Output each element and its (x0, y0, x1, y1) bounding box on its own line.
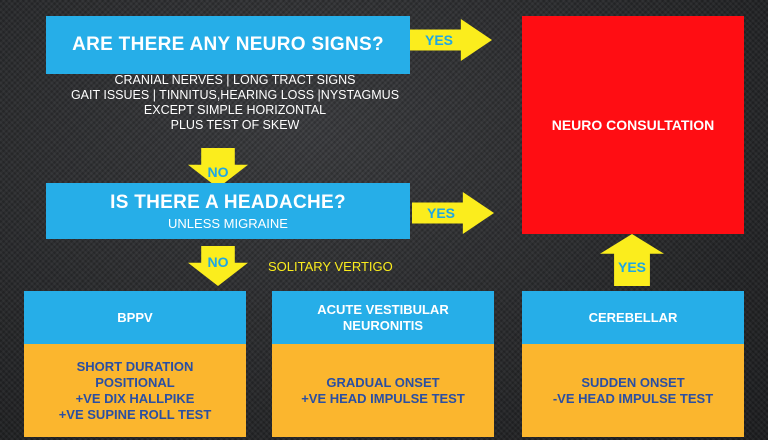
solitary-vertigo-label: SOLITARY VERTIGO (268, 259, 393, 274)
feature-line: +VE HEAD IMPULSE TEST (301, 390, 465, 406)
feature-line: -VE HEAD IMPULSE TEST (552, 390, 714, 406)
yes-label: YES (426, 205, 455, 221)
neuro-signs-question-box: ARE THERE ANY NEURO SIGNS? (46, 16, 410, 74)
neuro-signs-question: ARE THERE ANY NEURO SIGNS? (72, 34, 384, 55)
vestibular-neuronitis-features: GRADUAL ONSET +VE HEAD IMPULSE TEST (272, 344, 494, 437)
vestibular-neuronitis-title: ACUTE VESTIBULAR NEURONITIS (272, 291, 494, 344)
yes-arrow-right-middle: YES (412, 192, 494, 234)
feature-line: GRADUAL ONSET (326, 374, 440, 390)
panel-title: BPPV (117, 309, 153, 325)
cerebellar-features: SUDDEN ONSET -VE HEAD IMPULSE TEST (522, 344, 744, 437)
feature-line: SHORT DURATION (76, 358, 194, 374)
no-label: NO (207, 254, 229, 270)
feature-line: +VE SUPINE ROLL TEST (58, 406, 212, 422)
feature-line: POSITIONAL (95, 374, 175, 390)
neuro-consultation-label: NEURO CONSULTATION (551, 117, 715, 133)
feature-line: SUDDEN ONSET (581, 374, 685, 390)
yes-arrow-up: YES (600, 234, 664, 286)
panel-title: CEREBELLAR (588, 309, 678, 325)
yes-label: YES (424, 32, 453, 48)
panel-title-line: ACUTE VESTIBULAR (317, 301, 449, 317)
neuro-signs-details: CRANIAL NERVES | LONG TRACT SIGNS GAIT I… (30, 73, 440, 133)
cerebellar-panel: CEREBELLAR SUDDEN ONSET -VE HEAD IMPULSE… (522, 291, 744, 437)
neuro-signs-detail-line: GAIT ISSUES | TINNITUS,HEARING LOSS |NYS… (70, 88, 400, 102)
feature-line: +VE DIX HALLPIKE (75, 390, 195, 406)
headache-question-box: IS THERE A HEADACHE? UNLESS MIGRAINE (46, 183, 410, 239)
bppv-title: BPPV (24, 291, 246, 344)
panel-title-line: NEURONITIS (342, 317, 424, 333)
yes-arrow-right-top: YES (410, 19, 492, 61)
no-arrow-down-top: NO (188, 148, 248, 188)
cerebellar-title: CEREBELLAR (522, 291, 744, 344)
bppv-panel: BPPV SHORT DURATION POSITIONAL +VE DIX H… (24, 291, 246, 437)
neuro-consultation-box: NEURO CONSULTATION (522, 16, 744, 234)
neuro-signs-detail-line: PLUS TEST OF SKEW (170, 118, 300, 132)
bppv-features: SHORT DURATION POSITIONAL +VE DIX HALLPI… (24, 344, 246, 437)
headache-question: IS THERE A HEADACHE? (110, 191, 346, 213)
neuro-signs-detail-line: EXCEPT SIMPLE HORIZONTAL (143, 103, 327, 117)
no-label: NO (207, 164, 229, 180)
headache-exception: UNLESS MIGRAINE (168, 215, 288, 231)
vestibular-neuronitis-panel: ACUTE VESTIBULAR NEURONITIS GRADUAL ONSE… (272, 291, 494, 437)
no-arrow-down-bottom: NO (188, 246, 248, 286)
neuro-signs-detail-line: CRANIAL NERVES | LONG TRACT SIGNS (114, 73, 356, 87)
yes-label: YES (617, 259, 646, 275)
